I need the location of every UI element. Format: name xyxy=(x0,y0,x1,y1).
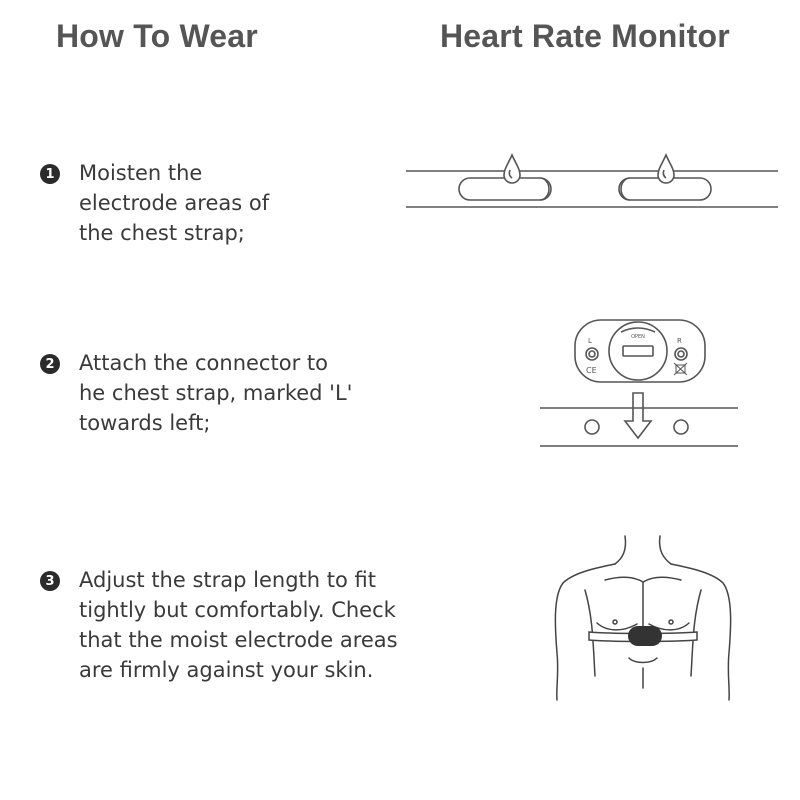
step-1-line-1: Moisten the xyxy=(79,161,203,185)
step-3-number: 3 xyxy=(40,571,60,591)
right-label: R xyxy=(677,337,682,345)
step-1-line-3: the chest strap; xyxy=(79,221,245,245)
ce-mark: CE xyxy=(586,366,597,375)
step-3-line-4: are firmly against your skin. xyxy=(79,658,374,682)
step-2-text: Attach the connector to he chest strap, … xyxy=(79,348,352,438)
water-drop-icon xyxy=(503,153,521,184)
connector-attach-illustration: OPEN L R CE xyxy=(540,319,738,447)
strap-snap-left xyxy=(584,419,600,435)
strap-snap-right xyxy=(673,419,689,435)
step-3-line-1: Adjust the strap length to fit xyxy=(79,568,376,592)
torso-strap-illustration xyxy=(554,535,732,701)
heart-rate-sensor xyxy=(628,626,662,646)
strap-moisten-illustration xyxy=(406,153,778,208)
left-label: L xyxy=(588,337,592,345)
step-3-line-3: that the moist electrode areas xyxy=(79,628,398,652)
step-1-line-2: electrode areas of xyxy=(79,191,270,215)
how-to-wear-title: How To Wear xyxy=(56,18,258,54)
sensor-pod xyxy=(574,319,706,383)
down-arrow-icon xyxy=(623,392,653,440)
step-1: 1 Moisten the electrode areas of the che… xyxy=(40,158,269,248)
step-3-line-2: tightly but comfortably. Check xyxy=(79,598,396,622)
left-snap xyxy=(585,347,599,361)
recycle-bin-icon xyxy=(673,362,688,376)
heart-rate-monitor-title: Heart Rate Monitor xyxy=(440,18,730,54)
water-drop-icon-2 xyxy=(657,153,675,184)
step-2-line-1: Attach the connector to xyxy=(79,351,328,375)
step-2: 2 Attach the connector to he chest strap… xyxy=(40,348,352,438)
step-1-text: Moisten the electrode areas of the chest… xyxy=(79,158,269,248)
right-snap xyxy=(674,347,688,361)
step-2-line-2: he chest strap, marked 'L' xyxy=(79,381,353,405)
open-label: OPEN xyxy=(631,334,645,340)
step-1-number: 1 xyxy=(40,164,60,184)
step-2-number: 2 xyxy=(40,354,60,374)
step-2-line-3: towards left; xyxy=(79,411,211,435)
step-3: 3 Adjust the strap length to fit tightly… xyxy=(40,565,398,685)
step-3-text: Adjust the strap length to fit tightly b… xyxy=(79,565,398,685)
